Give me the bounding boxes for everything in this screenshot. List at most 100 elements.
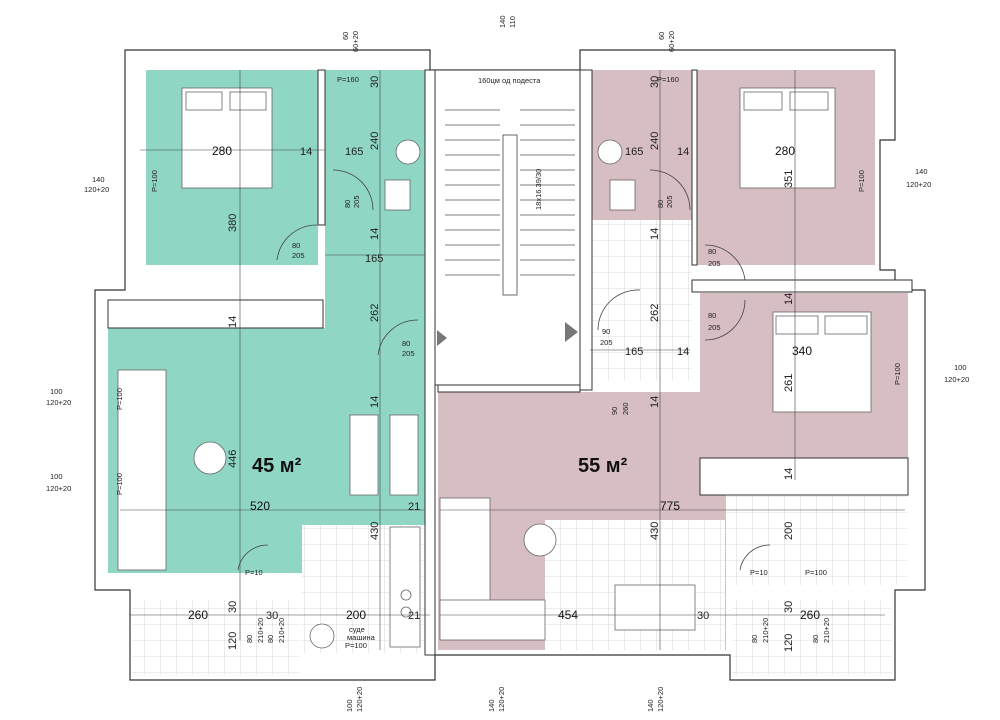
dim-520: 520 [250,499,270,513]
dim-262-left: 262 [369,304,381,322]
dim-200-left: 200 [346,608,366,622]
balcony-right [732,600,892,675]
svg-text:80: 80 [656,200,665,208]
svg-text:60+20: 60+20 [667,31,676,52]
svg-text:120+20: 120+20 [46,484,71,493]
sofa-left [117,369,167,571]
fixture-labels: P=160 P=160 P=10 P=10 P=100 P=100 суде м… [115,75,902,650]
dim-262-right: 262 [649,304,661,322]
svg-text:140: 140 [915,167,928,176]
dim-165-right2: 165 [625,346,643,358]
dim-165-right: 165 [625,146,643,158]
svg-text:140: 140 [498,15,507,28]
svg-text:210+20: 210+20 [277,618,286,643]
area-right: 55 м² [578,455,628,477]
dim-240-left: 240 [369,132,381,150]
svg-text:100: 100 [50,387,63,396]
dim-351: 351 [783,170,795,188]
dim-120-right: 120 [783,634,795,652]
door-labels: 80 205 80 205 80 205 80 205 80 205 80 20… [245,195,831,643]
svg-text:100: 100 [50,472,63,481]
dim-280-left: 280 [212,144,232,158]
svg-text:P=160: P=160 [657,75,679,84]
svg-text:205: 205 [708,259,721,268]
dim-30-right: 30 [649,76,661,88]
dim-261: 261 [783,374,795,392]
dim-30-left: 30 [369,76,381,88]
area-left: 45 м² [252,455,302,477]
dim-200-right: 200 [783,522,795,540]
window-callouts: 60 60+20 140 110 60 60+20 140 120+20 100… [46,15,969,712]
svg-text:80: 80 [245,635,254,643]
svg-text:110: 110 [508,16,517,28]
svg-text:машина: машина [347,633,376,642]
table-left [193,441,227,475]
dim-430-left: 430 [369,522,381,540]
svg-text:210+20: 210+20 [822,618,831,643]
hall-right [592,220,692,380]
dim-260-left: 260 [188,608,208,622]
svg-text:120+20: 120+20 [84,185,109,194]
dim-21-a: 21 [408,501,420,513]
dim-454: 454 [558,608,578,622]
svg-text:P=100: P=100 [805,568,827,577]
dim-14-r6: 14 [783,468,795,480]
dim-340: 340 [792,344,812,358]
table-right [523,523,557,557]
dim-430-right: 430 [649,522,661,540]
svg-text:140: 140 [92,175,105,184]
dim-446: 446 [227,450,239,468]
dim-14-c: 14 [227,316,239,328]
dimension-lines [120,70,905,650]
svg-text:60: 60 [341,32,350,40]
dim-280-right: 280 [775,144,795,158]
dim-30-r3: 30 [783,601,795,613]
svg-text:205: 205 [708,323,721,332]
svg-text:P=160: P=160 [337,75,359,84]
dim-14-a: 14 [300,146,312,158]
svg-text:210+20: 210+20 [256,618,265,643]
svg-text:80: 80 [811,635,820,643]
svg-text:80: 80 [343,200,352,208]
svg-text:120+20: 120+20 [906,180,931,189]
dim-14-r3: 14 [677,346,689,358]
svg-text:260: 260 [621,402,630,415]
svg-text:120+20: 120+20 [355,687,364,712]
svg-text:120+20: 120+20 [656,687,665,712]
washer-icon [309,623,335,649]
dim-14-r2: 14 [649,228,661,240]
svg-text:P=100: P=100 [857,170,866,192]
svg-text:90: 90 [602,327,610,336]
dim-14-b: 14 [369,228,381,240]
svg-text:P=100: P=100 [115,388,124,410]
stair-steps: 18x16.39/30 [534,169,543,210]
svg-text:P=10: P=10 [750,568,768,577]
dim-14-d: 14 [369,396,381,408]
door-swings [237,169,771,571]
svg-text:205: 205 [665,195,674,208]
svg-text:80: 80 [750,635,759,643]
dim-30-a: 30 [227,601,239,613]
dim-14-r1: 14 [677,146,689,158]
svg-text:P=100: P=100 [345,641,367,650]
svg-text:100: 100 [345,699,354,712]
balcony-left [132,600,300,675]
svg-text:80: 80 [708,247,716,256]
furniture [117,87,872,649]
dim-775: 775 [660,499,680,513]
svg-text:80: 80 [292,241,300,250]
stairwell [434,69,581,386]
dim-21-b: 21 [408,610,420,622]
svg-text:100: 100 [954,363,967,372]
svg-text:P=100: P=100 [893,363,902,385]
interior-walls [107,69,913,656]
svg-text:140: 140 [646,699,655,712]
dim-165-b: 165 [365,253,383,265]
svg-text:60+20: 60+20 [351,31,360,52]
svg-text:140: 140 [487,699,496,712]
dim-14-r4: 14 [783,293,795,305]
svg-text:P=10: P=10 [245,568,263,577]
svg-text:80: 80 [402,339,410,348]
dim-30-b: 30 [266,610,278,622]
